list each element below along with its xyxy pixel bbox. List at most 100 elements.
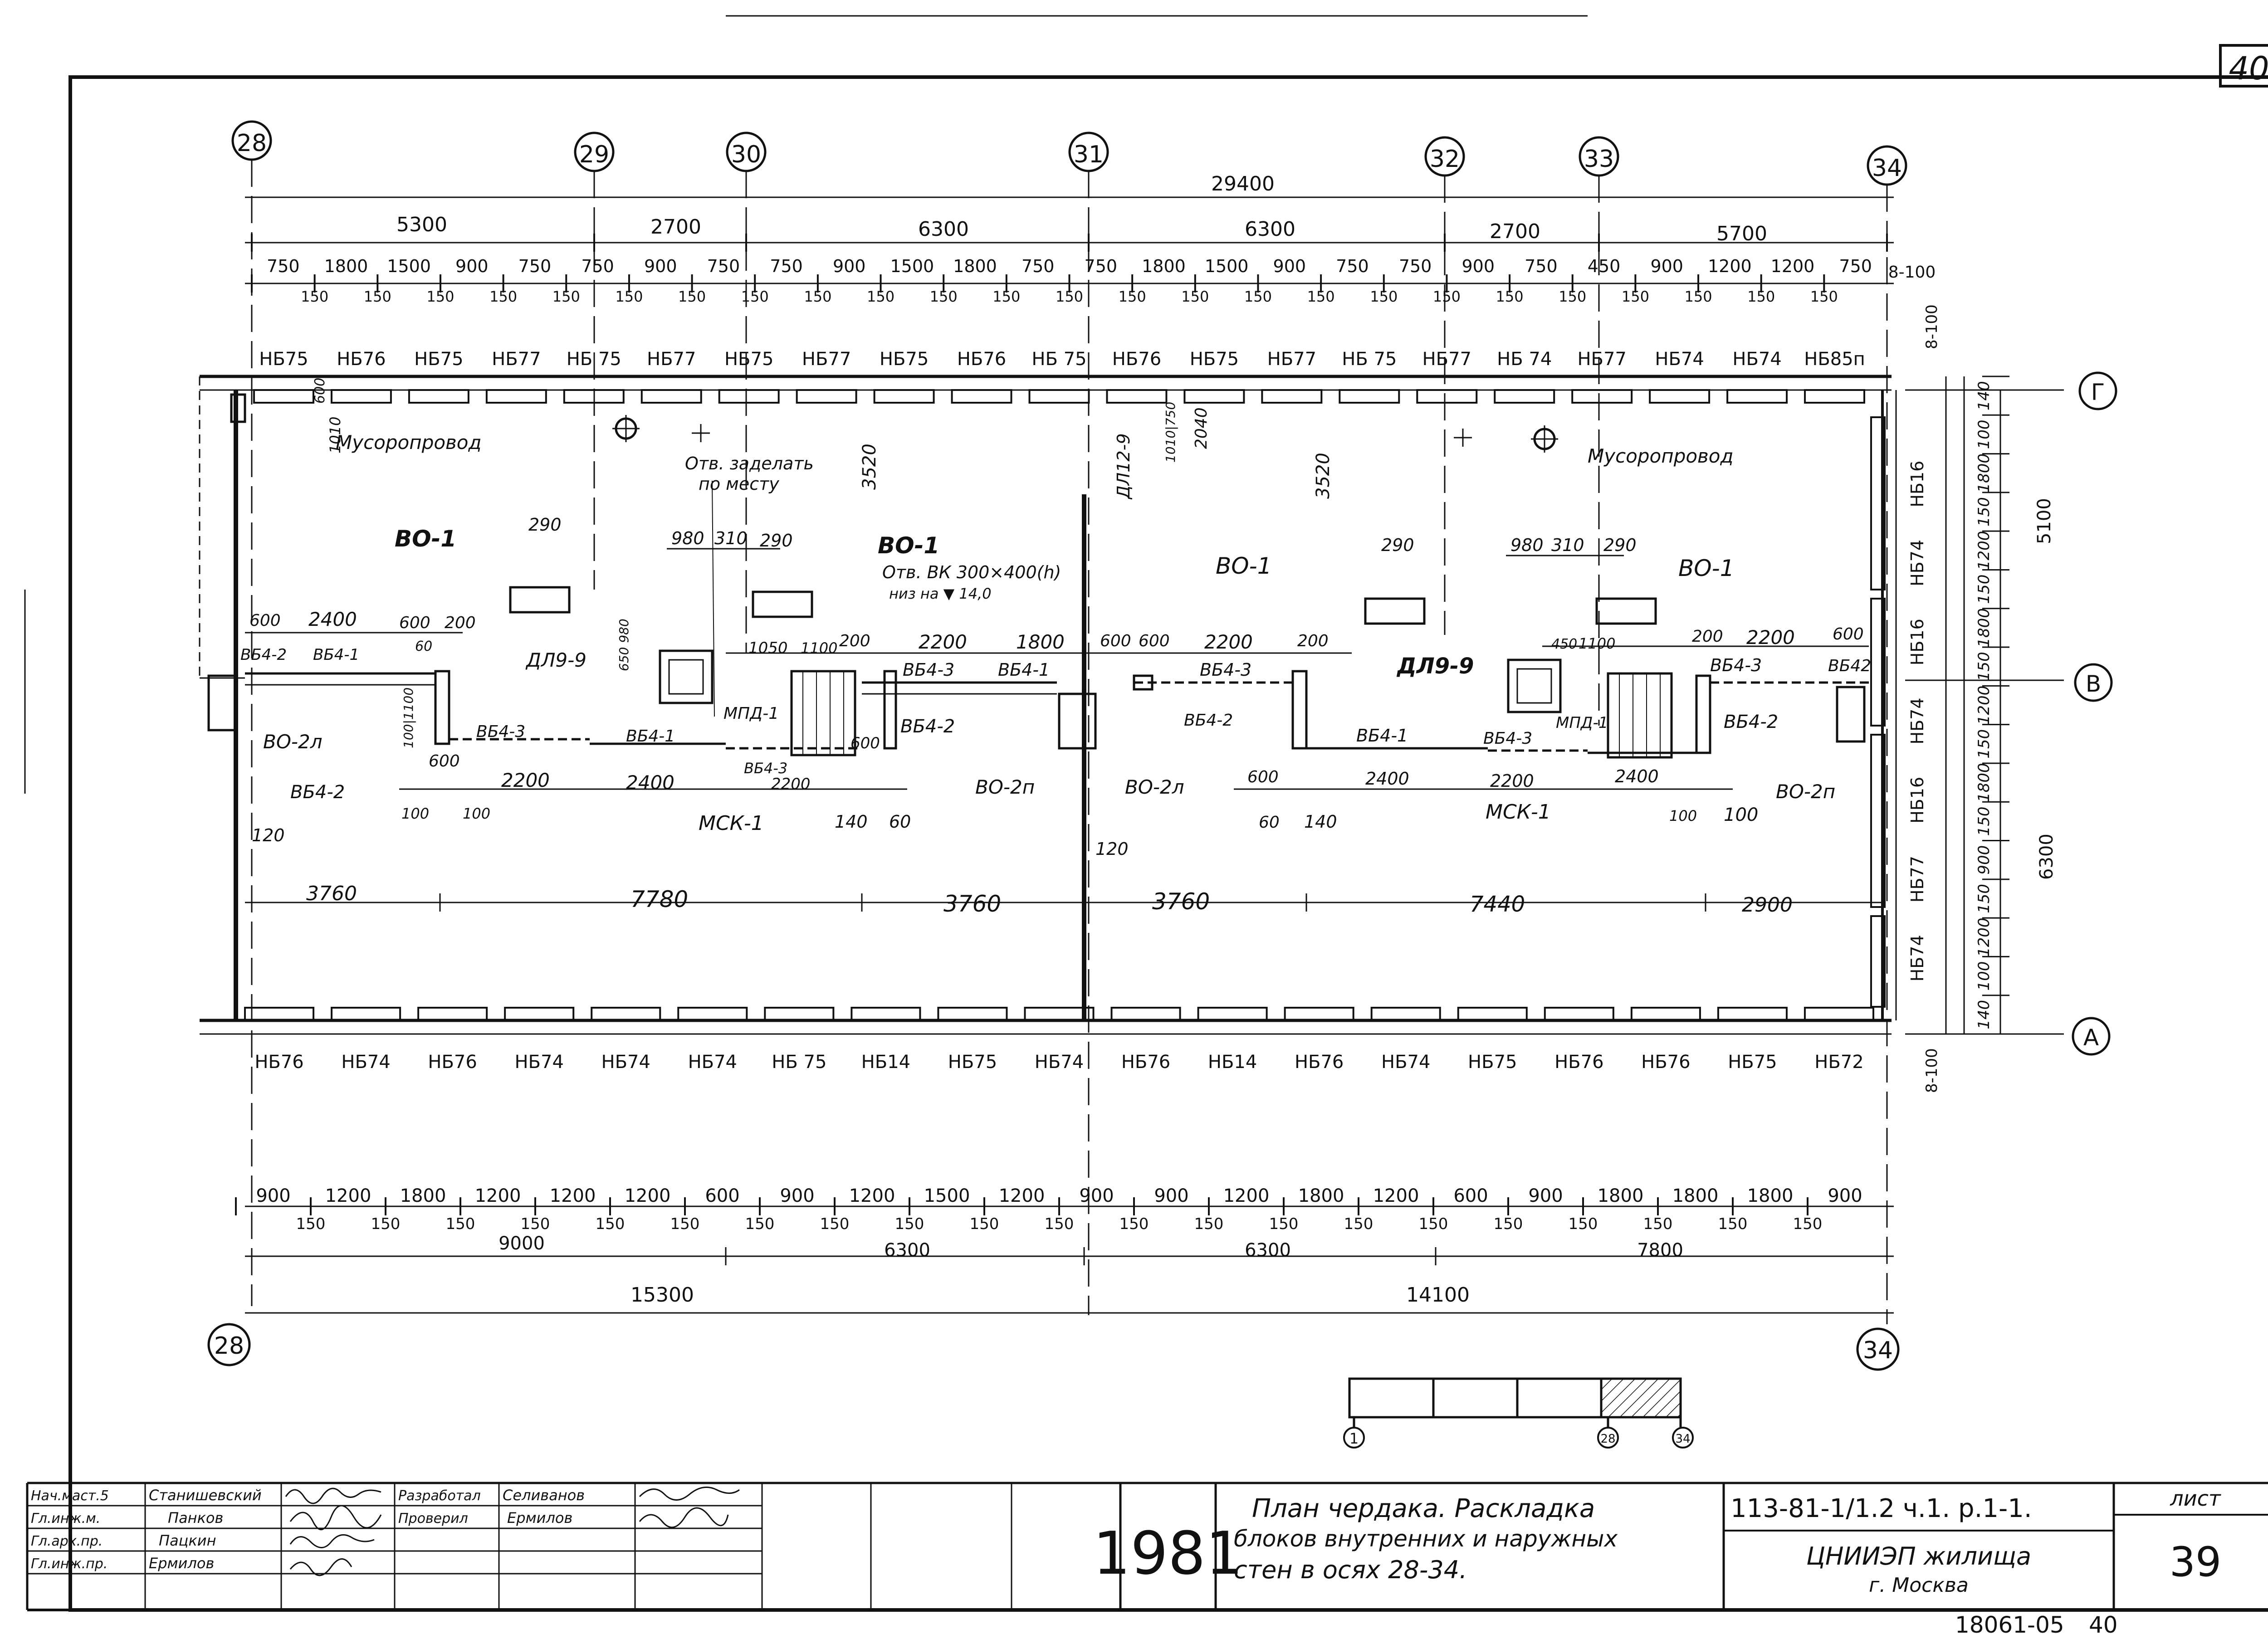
- mpd1-box-right: [1607, 672, 1673, 759]
- label-vb42-f: ВБ42: [1828, 657, 1871, 675]
- svg-text:310: 310: [714, 528, 748, 548]
- bottom-panel-label: НБ74: [688, 1052, 737, 1073]
- bottom-wall-panel: [1024, 1007, 1095, 1021]
- label-mpd1-right: МПД-1: [1556, 714, 1608, 732]
- top-panel-label: НБ 75: [1031, 349, 1086, 370]
- top-detail-dim-label: 750: [267, 256, 300, 276]
- signature-5: [639, 1486, 740, 1501]
- svg-text:600: 600: [399, 614, 430, 632]
- tb-title-line1: План чердака. Раскладка: [1252, 1494, 1595, 1523]
- top-wall-panel: [1416, 389, 1478, 404]
- dim-top-right: 8-100: [1888, 263, 1936, 282]
- svg-text:600: 600: [249, 611, 281, 630]
- top-panel-label: НБ 75: [1342, 349, 1397, 370]
- top-wall-panel: [1804, 389, 1865, 404]
- bottom-panel-label: НБ14: [1208, 1052, 1257, 1073]
- label-vo2p-left: ВО-2п: [975, 776, 1035, 798]
- top-detail-dim-label: 750: [1022, 256, 1055, 276]
- footer-page: 40: [2089, 1612, 2118, 1634]
- bottom-wall-panel: [677, 1007, 748, 1021]
- bottom-panel-label: НБ76: [254, 1052, 303, 1073]
- bottom-panel-label: НБ14: [861, 1052, 910, 1073]
- label-vb42-a: ВБ4-2: [240, 646, 287, 664]
- label-musoroprovod-right: Мусоропровод: [1588, 445, 1734, 467]
- corner-number-box: [2219, 44, 2268, 88]
- bottom-panel-label: НБ76: [1121, 1052, 1170, 1073]
- top-panel-label: НБ85п: [1804, 349, 1865, 370]
- label-musoroprovod-left: Мусоропровод: [336, 431, 482, 454]
- right-dim-label: 150: [1975, 884, 1993, 913]
- axis-bubble-28-bottom: 28: [207, 1323, 251, 1366]
- top-detail-dim-label: 900: [833, 256, 866, 276]
- top-wall-panel: [873, 389, 935, 404]
- axis-bubble-32-top: 32: [1424, 136, 1465, 635]
- bottom-detail-150-label: 150: [371, 1215, 401, 1233]
- label-msk1-left: МСК-1: [699, 812, 764, 835]
- title-block-text: Нач.маст.5 Гл.инж.м. Гл.арх.пр. Гл.инж.п…: [31, 1486, 2221, 1634]
- axis-bubble-A: А: [2072, 1017, 2111, 1056]
- interior-elements: [200, 393, 1869, 759]
- bottom-detail-dim-label: 1200: [325, 1185, 371, 1206]
- tb-role-2: Гл.инж.м.: [31, 1511, 100, 1527]
- corner-sheet-number: 40: [2229, 50, 2268, 87]
- svg-text:60: 60: [1259, 813, 1280, 832]
- label-vo1-a: ВО-1: [395, 526, 456, 552]
- bottom-panel-label: НБ75: [1728, 1052, 1777, 1073]
- top-panel-label: НБ77: [647, 349, 696, 370]
- svg-text:2200: 2200: [1490, 771, 1534, 791]
- axis-bubbles-right: Г В А: [2072, 371, 2117, 1056]
- bottom-detail-150-label: 150: [970, 1215, 999, 1233]
- right-panel-label: НБ16: [1907, 461, 1927, 507]
- svg-text:7440: 7440: [1470, 892, 1525, 917]
- svg-text:600: 600: [1100, 632, 1131, 650]
- svg-text:600: 600: [1247, 768, 1279, 786]
- label-mpd1-left: МПД-1: [723, 704, 779, 723]
- axis-bubble-G: Г: [2078, 371, 2117, 410]
- signature-2: [289, 1505, 382, 1531]
- bottom-wall-panel: [1110, 1007, 1181, 1021]
- label-vo1-c: ВО-1: [1216, 553, 1272, 579]
- right-dim-label: 1800: [1975, 608, 1993, 648]
- label-niz-na: низ на ▼ 14,0: [889, 585, 992, 602]
- svg-text:100: 100: [1724, 805, 1758, 825]
- label-vb43-d: ВБ4-3: [1200, 660, 1251, 680]
- top-wall-panels: [253, 389, 1865, 404]
- label-vo2l-mid: ВО-2л: [1125, 776, 1184, 798]
- signature-1: [285, 1488, 381, 1504]
- bottom-wall-panel: [1457, 1007, 1528, 1021]
- bottom-wall-panel: [937, 1007, 1008, 1021]
- svg-text:290: 290: [1603, 535, 1637, 555]
- top-wall-panel: [718, 389, 780, 404]
- svg-text:1010|750: 1010|750: [1163, 402, 1178, 463]
- bottom-detail-dim-label: 600: [705, 1185, 739, 1206]
- svg-text:100: 100: [401, 805, 429, 822]
- right-dim-label: 100: [1975, 419, 1993, 449]
- footer-number: 18061-05: [1955, 1612, 2064, 1634]
- top-wall-panel: [1261, 389, 1323, 404]
- svg-text:1100: 1100: [1579, 635, 1615, 652]
- bottom-dimension-chains: 9001501200150180015012001501200150120015…: [235, 1185, 1894, 1314]
- label-vo2l-left: ВО-2л: [263, 731, 323, 753]
- top-detail-dim-label: 450: [1588, 256, 1621, 276]
- svg-text:200: 200: [445, 614, 476, 632]
- tb-year: 1981: [1093, 1519, 1243, 1588]
- bottom-panel-label: НБ75: [948, 1052, 997, 1073]
- bottom-detail-dim-label: 600: [1453, 1185, 1488, 1206]
- top-wall-panel: [408, 389, 469, 404]
- tb-name2-2: Ермилов: [507, 1509, 572, 1527]
- tb-role-4: Гл.инж.пр.: [31, 1556, 108, 1572]
- left-vo2l-block: [207, 674, 237, 732]
- svg-text:980: 980: [1510, 535, 1544, 555]
- bottom-detail-dim-label: 1800: [1298, 1185, 1344, 1206]
- interior-dimension-lines: [245, 480, 1882, 912]
- signature-4: [289, 1558, 352, 1576]
- svg-text:1100: 1100: [801, 639, 837, 657]
- tb-role-1: Нач.маст.5: [31, 1488, 109, 1504]
- top-panel-label: НБ76: [957, 349, 1006, 370]
- bottom-detail-150-label: 150: [820, 1215, 850, 1233]
- right-dimensions: 1401001800150120015018001501200150180015…: [1905, 304, 2064, 1093]
- bottom-detail-150-label: 150: [1119, 1215, 1149, 1233]
- svg-text:1010: 1010: [327, 417, 344, 454]
- tb-title-line3: стен в осях 28-34.: [1234, 1556, 1467, 1584]
